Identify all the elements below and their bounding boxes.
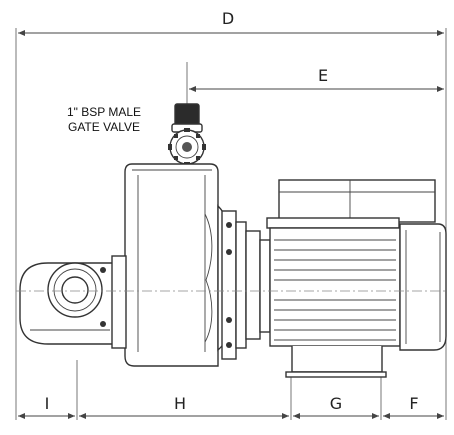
dimension-h: H xyxy=(79,394,289,419)
dimension-d-label: D xyxy=(222,9,234,28)
dimension-g: G xyxy=(293,394,379,419)
dimension-i: I xyxy=(18,394,75,419)
dimension-i-label: I xyxy=(45,394,50,413)
pump-inlet xyxy=(19,255,127,349)
gate-valve-callout: 1" BSP MALE GATE VALVE xyxy=(67,105,141,134)
callout-line-1: 1" BSP MALE xyxy=(67,105,141,119)
pump-casing xyxy=(124,163,271,367)
callout-line-2: GATE VALVE xyxy=(68,120,140,134)
dimension-e: E xyxy=(189,66,444,92)
dimension-e-label: E xyxy=(318,66,328,85)
dimension-h-label: H xyxy=(174,394,186,413)
gate-valve xyxy=(168,103,206,171)
electric-motor xyxy=(266,179,447,378)
dimension-f-label: F xyxy=(409,394,418,413)
dimension-d: D xyxy=(18,9,444,36)
dimension-f: F xyxy=(383,394,444,419)
dimension-g-label: G xyxy=(330,394,342,413)
